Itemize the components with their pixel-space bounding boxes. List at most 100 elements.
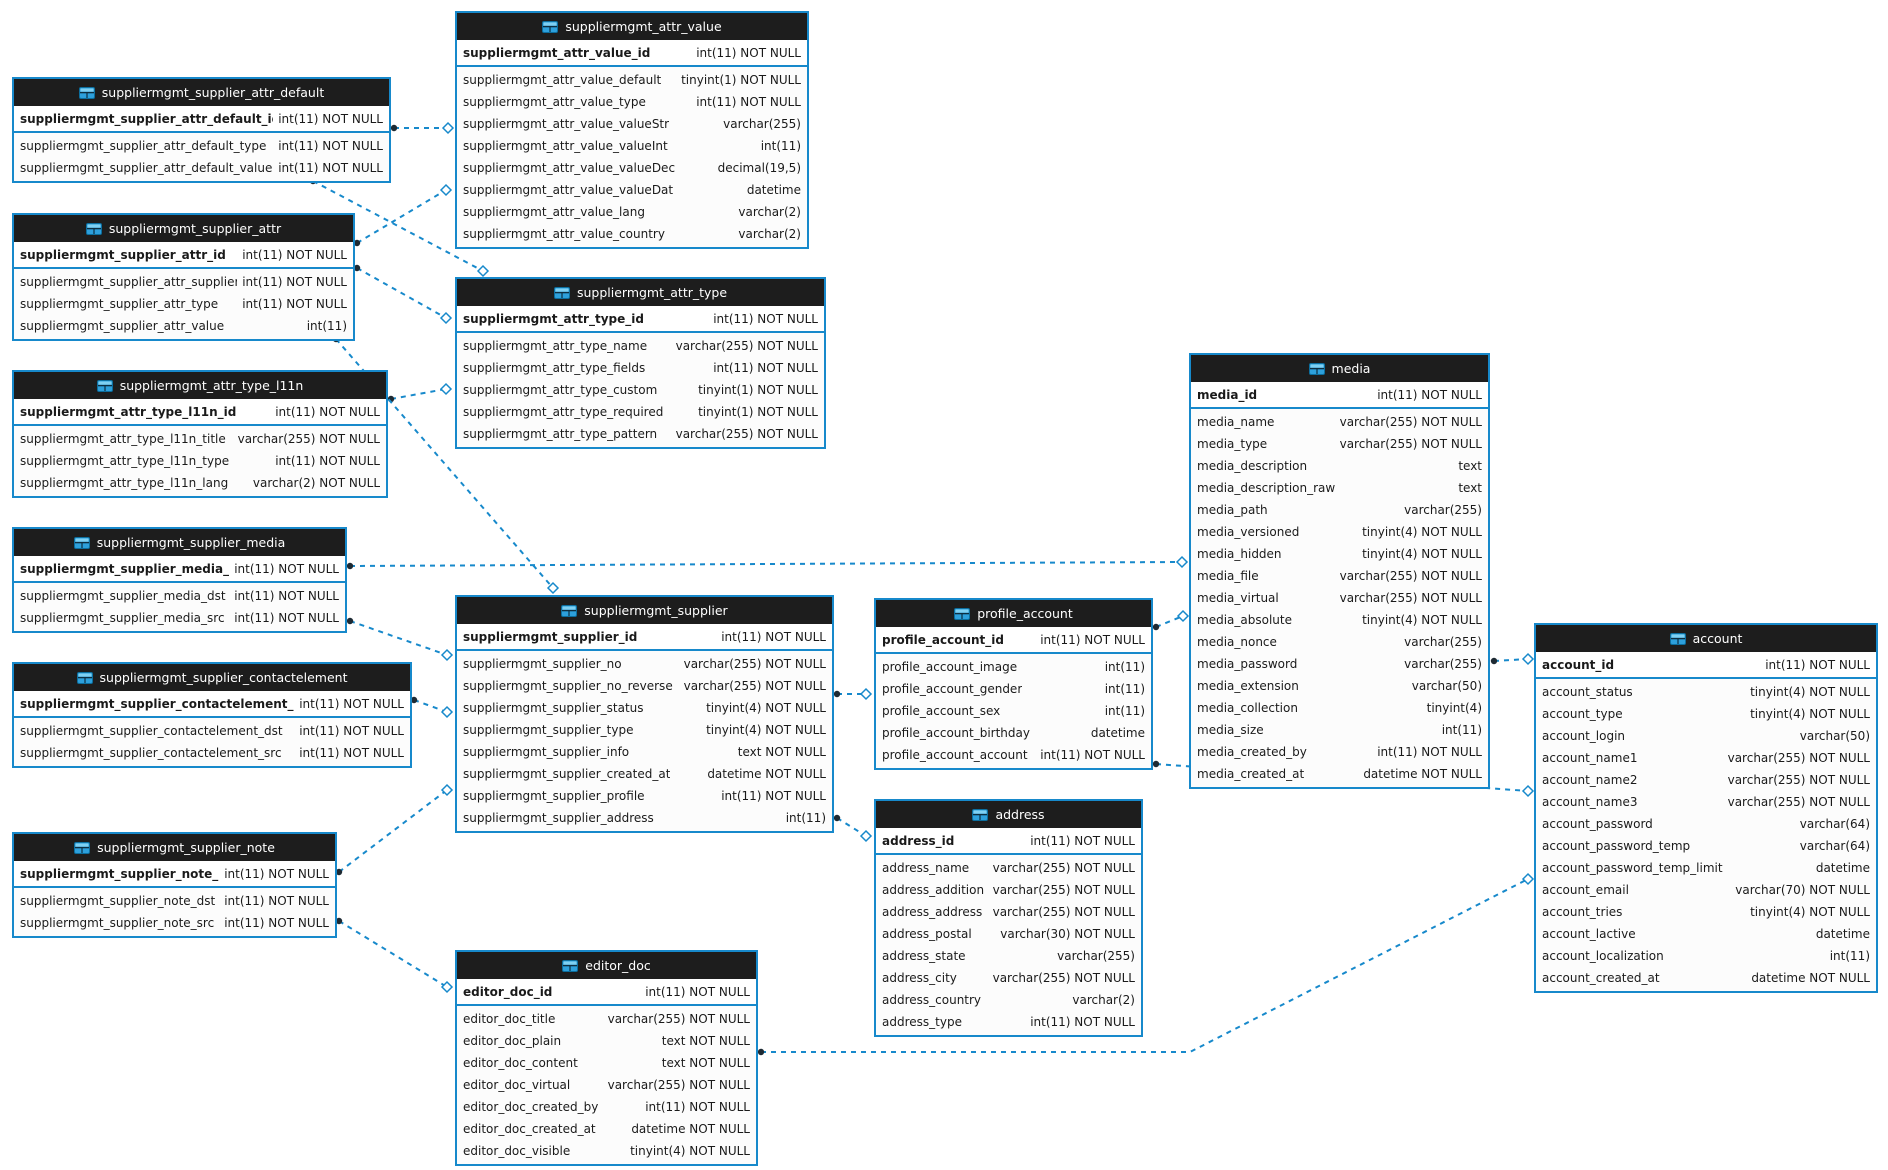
table-editor_doc[interactable]: editor_doc editor_doc_id int(11) NOT NULL e… [455, 950, 758, 1166]
column-type: varchar(255) NOT NULL [1339, 415, 1482, 429]
column-name: suppliermgmt_supplier_no_reverse [463, 679, 673, 693]
connector-diamond-endpoint [1521, 652, 1535, 666]
table-title: suppliermgmt_attr_type [576, 285, 728, 300]
connector-diamond-endpoint [439, 382, 453, 396]
column-type: tinyint(4) NOT NULL [1750, 707, 1870, 721]
table-icon [972, 808, 989, 821]
table-header[interactable]: editor_doc [457, 952, 756, 979]
column-name: media_name [1197, 415, 1275, 429]
column-name: media_created_at [1197, 767, 1305, 781]
connector-diamond-endpoint [439, 311, 453, 325]
column-type: int(11) [1104, 704, 1145, 718]
table-header[interactable]: suppliermgmt_attr_value [457, 13, 807, 40]
column-name: suppliermgmt_attr_type_custom [463, 383, 658, 397]
table-header[interactable]: profile_account [876, 600, 1151, 627]
table-icon [73, 536, 90, 549]
connector-dot-endpoint [353, 239, 361, 247]
table-header[interactable]: address [876, 801, 1141, 828]
column-type: int(11) [1104, 660, 1145, 674]
column-name: suppliermgmt_supplier_attr_default_type [20, 139, 267, 153]
column-name: account_status [1542, 685, 1633, 699]
column-name: suppliermgmt_supplier_media_dst [20, 589, 226, 603]
column-type: varchar(255) [1057, 949, 1135, 963]
column-type: varchar(2) [738, 227, 801, 241]
column-name: editor_doc_id [463, 984, 553, 999]
column-name: suppliermgmt_supplier_contactelement_dst [20, 724, 283, 738]
column-type: int(11) NOT NULL [721, 789, 826, 803]
column-name: profile_account_image [882, 660, 1018, 674]
column-type: int(11) [1104, 682, 1145, 696]
table-header[interactable]: suppliermgmt_supplier_contactelement [14, 664, 410, 691]
column-name: suppliermgmt_supplier_address [463, 811, 654, 825]
column-type: int(11) NOT NULL [713, 311, 818, 326]
table-suppliermgmt_supplier_attr[interactable]: suppliermgmt_supplier_attr suppliermgmt_s… [12, 213, 355, 341]
table-header[interactable]: suppliermgmt_supplier_media [14, 529, 345, 556]
column-type: varchar(255) NOT NULL [1339, 591, 1482, 605]
table-header[interactable]: suppliermgmt_supplier [457, 597, 832, 624]
table-title: suppliermgmt_supplier_contactelement [99, 670, 348, 685]
column-name: suppliermgmt_supplier_media_src [20, 611, 225, 625]
table-header[interactable]: suppliermgmt_supplier_note [14, 834, 335, 861]
table-header[interactable]: account [1536, 625, 1876, 652]
column-name: suppliermgmt_supplier_no [463, 657, 622, 671]
table-header[interactable]: suppliermgmt_attr_type_l11n [14, 372, 386, 399]
column-name: account_lactive [1542, 927, 1636, 941]
table-icon [76, 671, 93, 684]
table-header[interactable]: suppliermgmt_attr_type [457, 279, 824, 306]
column-type: int(11) NOT NULL [242, 297, 347, 311]
column-type: int(11) NOT NULL [645, 984, 750, 999]
table-suppliermgmt_attr_value[interactable]: suppliermgmt_attr_value suppliermgmt_attr… [455, 11, 809, 249]
column-name: suppliermgmt_attr_value_valueDat [463, 183, 674, 197]
connector-dot-endpoint [833, 814, 841, 822]
column-type: int(11) NOT NULL [242, 275, 347, 289]
table-header[interactable]: suppliermgmt_supplier_attr [14, 215, 353, 242]
table-header[interactable]: suppliermgmt_supplier_attr_default [14, 79, 389, 106]
column-name: media_description_raw [1197, 481, 1336, 495]
table-suppliermgmt_attr_type_l11n[interactable]: suppliermgmt_attr_type_l11n suppliermgmt_… [12, 370, 388, 498]
column-type: int(11) NOT NULL [275, 454, 380, 468]
table-header[interactable]: media [1191, 355, 1488, 382]
table-icon [78, 86, 95, 99]
column-type: text [1458, 459, 1482, 473]
connector-diamond-endpoint [440, 705, 454, 719]
column-type: tinyint(4) NOT NULL [1362, 525, 1482, 539]
column-type: tinyint(4) [1426, 701, 1482, 715]
table-suppliermgmt_attr_type[interactable]: suppliermgmt_attr_type suppliermgmt_attr_… [455, 277, 826, 449]
column-name: suppliermgmt_supplier_attr_id [20, 247, 226, 262]
